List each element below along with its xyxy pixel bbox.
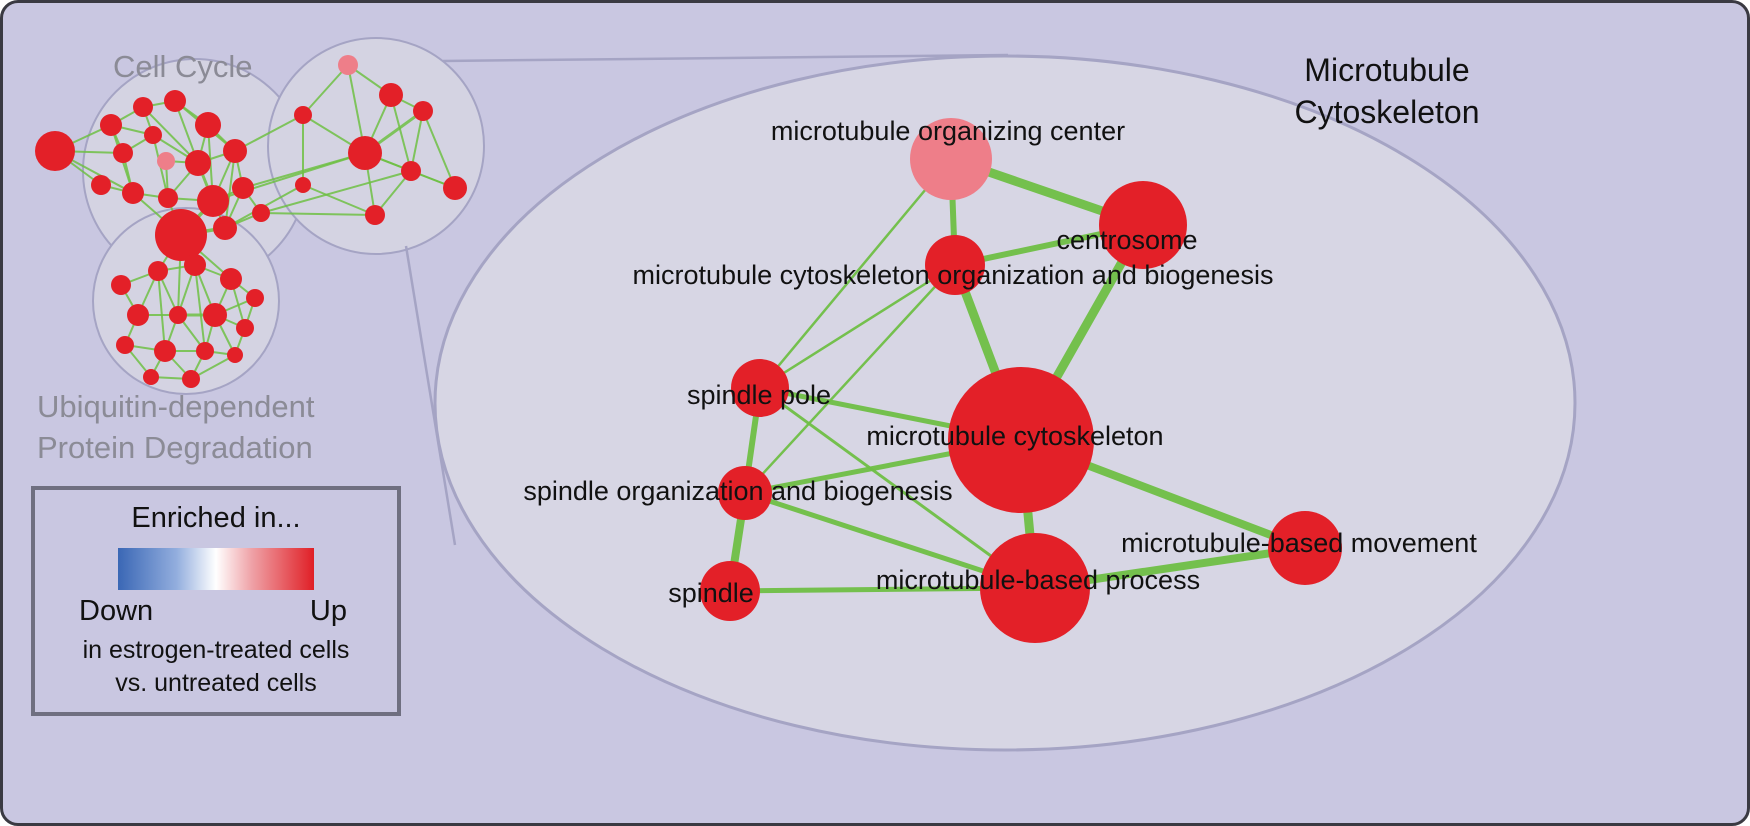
node-centrosome — [1099, 181, 1187, 269]
mini-node-20 — [294, 106, 312, 124]
legend-box: Enriched in... Down Up in estrogen-treat… — [31, 486, 401, 716]
mini-node-4 — [195, 112, 221, 138]
node-moc — [910, 118, 992, 200]
mini-node-23 — [443, 176, 467, 200]
node-label-spindle_org: spindle organization and biogenesis — [523, 476, 952, 506]
ubiquitin-cluster-label-line1: Ubiquitin-dependent — [37, 389, 315, 424]
network-svg: microtubule organizing center centrosome m… — [35, 37, 1577, 752]
mini-node-16 — [213, 216, 237, 240]
legend-up-label: Up — [309, 595, 347, 627]
legend-caption-line1: in estrogen-treated cells — [82, 636, 350, 664]
mini-node-32 — [127, 304, 149, 326]
zoom-connector-line-1 — [404, 245, 457, 546]
mini-node-29 — [184, 254, 206, 276]
edge-mtco-spindle_pole — [758, 263, 957, 390]
edge-mtco-spindle_org — [743, 263, 957, 495]
mini-node-22 — [413, 101, 433, 121]
mini-node-28 — [148, 261, 168, 281]
cell-cycle-cluster-label: Cell Cycle — [113, 49, 253, 84]
node-label-mtbp: microtubule-based process — [876, 565, 1200, 595]
mini-edge — [302, 184, 376, 216]
node-mtc — [948, 367, 1094, 513]
mini-node-33 — [169, 306, 187, 324]
node-mtbm — [1268, 511, 1342, 585]
microtubule-cluster-title-line2: Cytoskeleton — [1294, 94, 1480, 131]
mini-node-7 — [157, 152, 175, 170]
mini-edge — [422, 110, 456, 189]
mini-node-11 — [122, 182, 144, 204]
mini-node-13 — [197, 185, 229, 217]
mini-node-31 — [246, 289, 264, 307]
mini-node-26 — [295, 177, 311, 193]
node-label-mtc: microtubule cytoskeleton — [866, 421, 1163, 451]
node-label-centrosome: centrosome — [1056, 225, 1197, 255]
mini-node-21 — [348, 136, 382, 170]
mini-node-40 — [143, 369, 159, 385]
mini-edge — [410, 110, 424, 172]
mini-edge — [234, 114, 304, 152]
node-label-spindle: spindle — [668, 578, 754, 608]
edge-moc-spindle_pole — [758, 157, 953, 390]
mini-edge — [302, 64, 349, 116]
microtubule-cluster-title-line1: Microtubule — [1304, 52, 1470, 88]
mini-edge — [224, 150, 236, 229]
mini-node-0 — [35, 131, 75, 171]
ubiquitin-cluster-label-line2: Protein Degradation — [37, 429, 313, 465]
mini-node-2 — [133, 97, 153, 117]
mini-node-35 — [236, 319, 254, 337]
mini-node-27 — [111, 275, 131, 295]
mini-node-14 — [232, 177, 254, 199]
node-spindle_pole — [731, 359, 789, 417]
mini-node-6 — [113, 143, 133, 163]
node-label-mtbm: microtubule-based movement — [1121, 528, 1477, 558]
node-label-mtco: microtubule cytoskeleton organization an… — [633, 260, 1274, 290]
node-label-moc: microtubule organizing center — [771, 116, 1125, 146]
mini-node-34 — [203, 303, 227, 327]
mini-node-24 — [401, 161, 421, 181]
mini-node-15 — [155, 209, 207, 261]
edge-spindle_pole-mtbp — [758, 386, 1037, 590]
mini-node-10 — [91, 175, 111, 195]
mini-node-12 — [158, 188, 178, 208]
mini-edge — [260, 212, 376, 216]
legend-down-label: Down — [79, 595, 154, 627]
mini-node-41 — [182, 370, 200, 388]
mini-node-37 — [154, 340, 176, 362]
mini-edge — [194, 264, 206, 352]
mini-node-36 — [116, 336, 134, 354]
node-label-spindle_pole: spindle pole — [687, 380, 831, 410]
node-mtco — [925, 235, 985, 295]
mini-edge — [260, 170, 412, 214]
node-mtbp — [980, 533, 1090, 643]
mini-node-9 — [223, 139, 247, 163]
microtubule-cluster-title: Microtubule Cytoskeleton — [1282, 49, 1492, 133]
mini-node-25 — [365, 205, 385, 225]
node-spindle — [700, 561, 760, 621]
legend-title: Enriched in... — [131, 502, 301, 534]
legend-endpoint-labels: Down Up — [35, 590, 397, 628]
ubiquitin-cluster-label: Ubiquitin-dependent Protein Degradation — [37, 387, 315, 469]
mini-edge — [157, 270, 166, 352]
node-spindle_org — [718, 466, 772, 520]
mini-node-18 — [338, 55, 358, 75]
zoom-connector-line-0 — [442, 53, 1009, 63]
mini-edge — [390, 94, 412, 172]
mini-node-17 — [252, 204, 270, 222]
legend-color-gradient-bar — [118, 548, 314, 590]
legend-caption-line2: vs. untreated cells — [115, 669, 317, 697]
legend-caption: in estrogen-treated cells vs. untreated … — [35, 634, 397, 700]
mini-edge — [142, 106, 199, 164]
mini-node-39 — [227, 347, 243, 363]
mini-node-1 — [100, 114, 122, 136]
mini-node-19 — [379, 83, 403, 107]
mini-node-3 — [164, 90, 186, 112]
mini-node-30 — [220, 268, 242, 290]
mini-node-8 — [185, 150, 211, 176]
mini-node-5 — [144, 126, 162, 144]
mini-node-38 — [196, 342, 214, 360]
